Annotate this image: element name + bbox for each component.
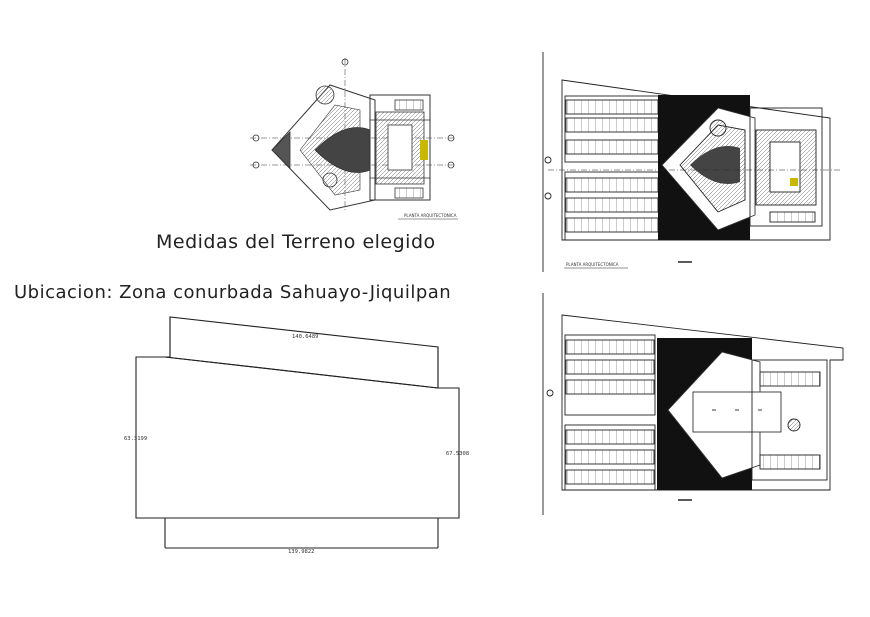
dim-bottom: 139.9822 xyxy=(288,549,315,555)
small-architectural-plan xyxy=(250,58,458,220)
site-plot-outline xyxy=(135,316,460,549)
top-right-plan-label: PLANTA ARQUITECTONICA xyxy=(566,262,619,267)
top-right-site-plan xyxy=(542,52,840,272)
dim-top: 140.6489 xyxy=(292,334,319,340)
small-plan-label: PLANTA ARQUITECTONICA xyxy=(404,213,457,218)
dim-left: 63.3199 xyxy=(124,436,147,442)
site-measures-title: Medidas del Terreno elegido xyxy=(156,231,436,253)
dim-right: 67.5308 xyxy=(446,451,469,457)
bottom-right-site-plan xyxy=(542,293,844,515)
location-title: Ubicacion: Zona conurbada Sahuayo-Jiquil… xyxy=(14,282,452,303)
